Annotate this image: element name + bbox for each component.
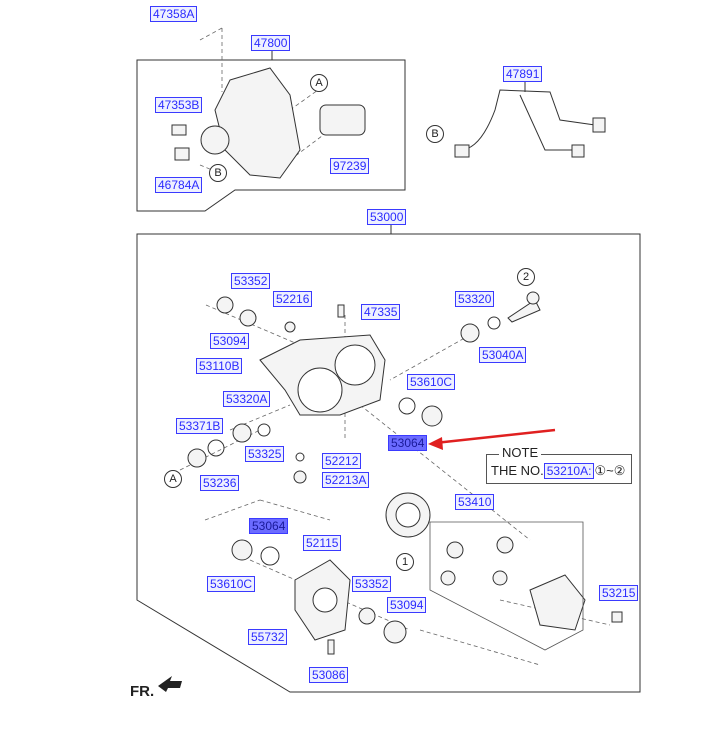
part-label-53094[interactable]: 53094	[387, 597, 427, 613]
reference-marker-b: B	[209, 164, 227, 182]
note-title: NOTE	[499, 445, 542, 460]
part-label-47800[interactable]: 47800	[251, 35, 291, 51]
part-label-53236[interactable]: 53236	[200, 475, 240, 491]
part-label-53064-highlighted[interactable]: 53064	[249, 518, 289, 534]
note-text: THE NO.53210A:①~②	[491, 463, 625, 479]
part-label-47335[interactable]: 47335	[361, 304, 401, 320]
part-label-97239[interactable]: 97239	[330, 158, 370, 174]
part-label-53094[interactable]: 53094	[210, 333, 250, 349]
part-label-52213A[interactable]: 52213A	[322, 472, 370, 488]
part-label-53000[interactable]: 53000	[367, 209, 407, 225]
part-label-53325[interactable]: 53325	[245, 446, 285, 462]
part-label-53210A[interactable]: 53210A:	[543, 463, 595, 479]
note-range-start: ①	[594, 463, 607, 478]
part-label-55732[interactable]: 55732	[248, 629, 288, 645]
part-label-53086[interactable]: 53086	[309, 667, 349, 683]
assembly-frame-47800	[136, 59, 406, 212]
part-label-53110B[interactable]: 53110B	[196, 358, 243, 374]
front-direction-label: FR.	[130, 683, 155, 700]
reference-marker-b: B	[426, 125, 444, 143]
part-label-53215[interactable]: 53215	[599, 585, 639, 601]
part-label-46784A[interactable]: 46784A	[155, 177, 203, 193]
differential-internals-frame	[429, 521, 584, 651]
wiring-harness-47891	[459, 89, 596, 151]
part-label-53064-highlighted[interactable]: 53064	[388, 435, 428, 451]
note-range-end: ②	[613, 463, 626, 478]
part-label-53320[interactable]: 53320	[455, 291, 495, 307]
part-label-47358A[interactable]: 47358A	[150, 6, 198, 22]
part-label-47891[interactable]: 47891	[503, 66, 543, 82]
reference-marker-a: A	[310, 74, 328, 92]
part-label-53320A[interactable]: 53320A	[223, 391, 271, 407]
part-label-53610C[interactable]: 53610C	[407, 374, 456, 390]
transfer-case-housing	[214, 67, 301, 179]
part-label-47353B[interactable]: 47353B	[155, 97, 203, 113]
part-label-53371B[interactable]: 53371B	[176, 418, 224, 434]
note-range-separator: ~	[606, 463, 614, 478]
reference-marker-2: 2	[517, 268, 535, 286]
reference-marker-a: A	[164, 470, 182, 488]
note-box: NOTE THE NO.53210A:①~②	[486, 445, 632, 484]
part-label-53410[interactable]: 53410	[455, 494, 495, 510]
note-prefix: THE NO.	[491, 463, 544, 478]
callout-arrow	[428, 428, 556, 450]
part-label-53610C[interactable]: 53610C	[207, 576, 256, 592]
part-label-52216[interactable]: 52216	[273, 291, 313, 307]
part-label-53040A[interactable]: 53040A	[479, 347, 527, 363]
part-label-52115[interactable]: 52115	[303, 535, 342, 551]
part-label-52212[interactable]: 52212	[322, 453, 362, 469]
assembly-frame-53000	[136, 233, 641, 693]
part-label-53352[interactable]: 53352	[352, 576, 392, 592]
front-arrow-icon	[158, 676, 182, 692]
actuator-97239	[319, 104, 366, 136]
reference-marker-1: 1	[396, 553, 414, 571]
differential-case	[529, 574, 586, 631]
part-label-53352[interactable]: 53352	[231, 273, 271, 289]
